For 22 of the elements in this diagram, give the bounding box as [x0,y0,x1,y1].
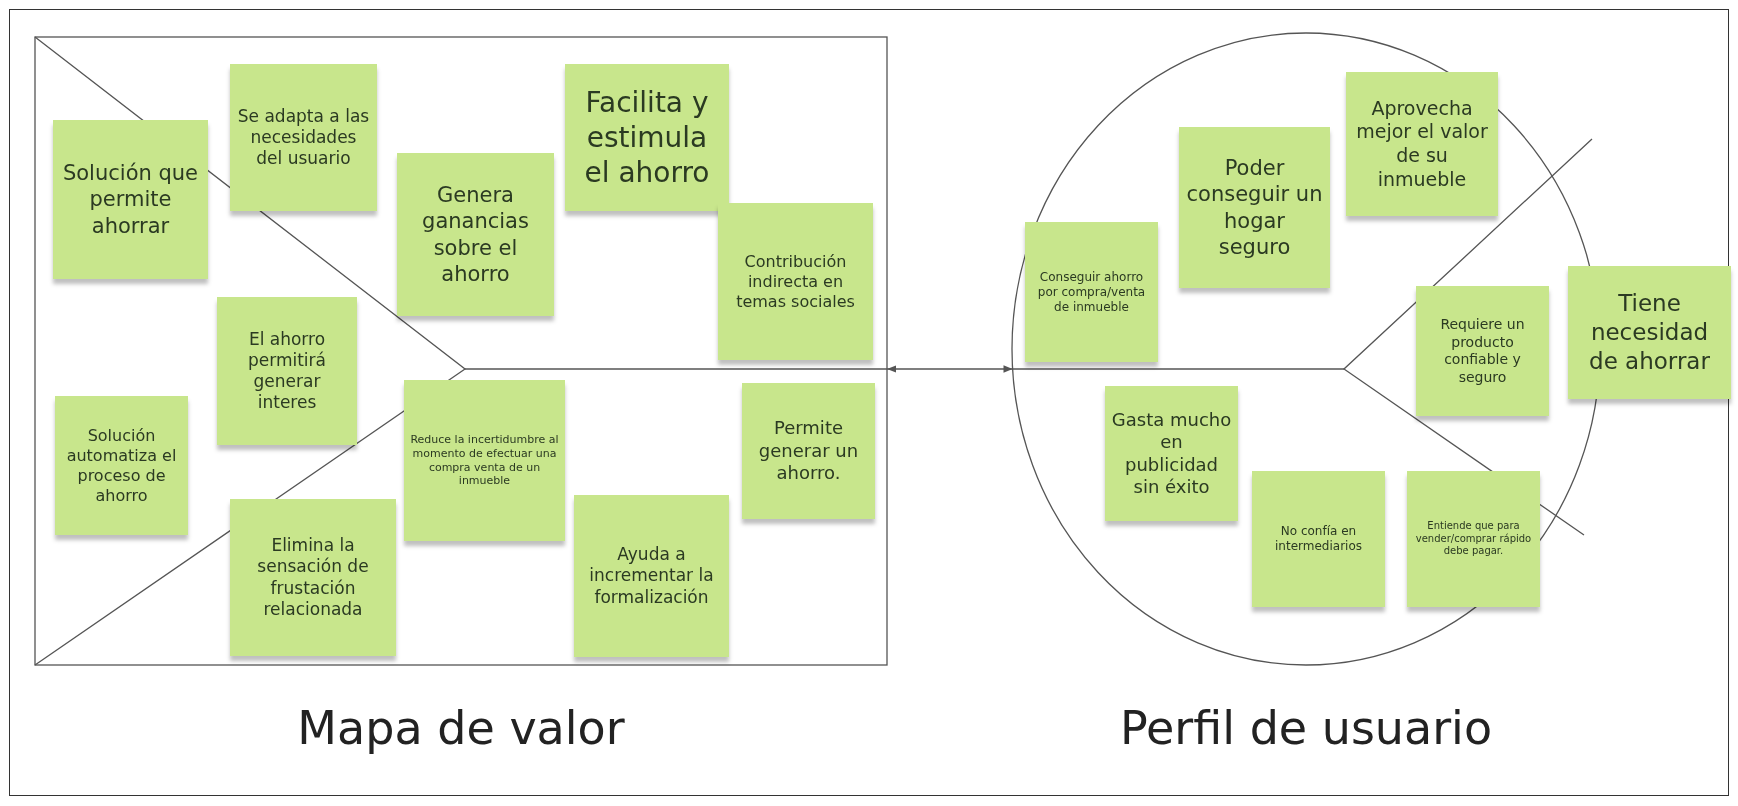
sticky-note: Permite generar un ahorro. [742,383,875,519]
sticky-note: Solución que permite ahorrar [53,120,208,279]
sticky-note: El ahorro permitirá generar interes [217,297,357,445]
sticky-note: No confía en intermediarios [1252,471,1385,607]
sticky-note: Gasta mucho en publicidad sin éxito [1105,386,1238,521]
section-heading: Perfil de usuario [1119,701,1493,755]
sticky-note: Se adapta a las necesidades del usuario [230,64,377,211]
sticky-note: Solución automatiza el proceso de ahorro [55,396,188,535]
sticky-note: Elimina la sensación de frustación relacionada [230,499,396,656]
arrow [886,365,1014,373]
sticky-note: Aprovecha mejor el valor de su inmueble [1346,72,1498,216]
sticky-note: Conseguir ahorro por compra/venta de inmueble [1025,222,1158,362]
section-heading: Mapa de valor [297,701,625,755]
sticky-note: Genera ganancias sobre el ahorro [397,153,554,316]
sticky-note: Contribución indirecta en temas sociales [718,203,873,360]
sticky-note: Reduce la incertidumbre al momento de efectuar una compra venta de un inmueble [404,380,565,541]
sticky-note: Ayuda a incrementar la formalización [574,495,729,657]
sticky-note: Poder conseguir un hogar seguro [1179,127,1330,288]
sticky-note: Requiere un producto confiable y seguro [1416,286,1549,416]
sticky-note: Facilita y estimula el ahorro [565,64,729,211]
sticky-note: Tiene necesidad de ahorrar [1568,266,1731,399]
sticky-note: Entiende que para vender/comprar rápido debe pagar. [1407,471,1540,607]
